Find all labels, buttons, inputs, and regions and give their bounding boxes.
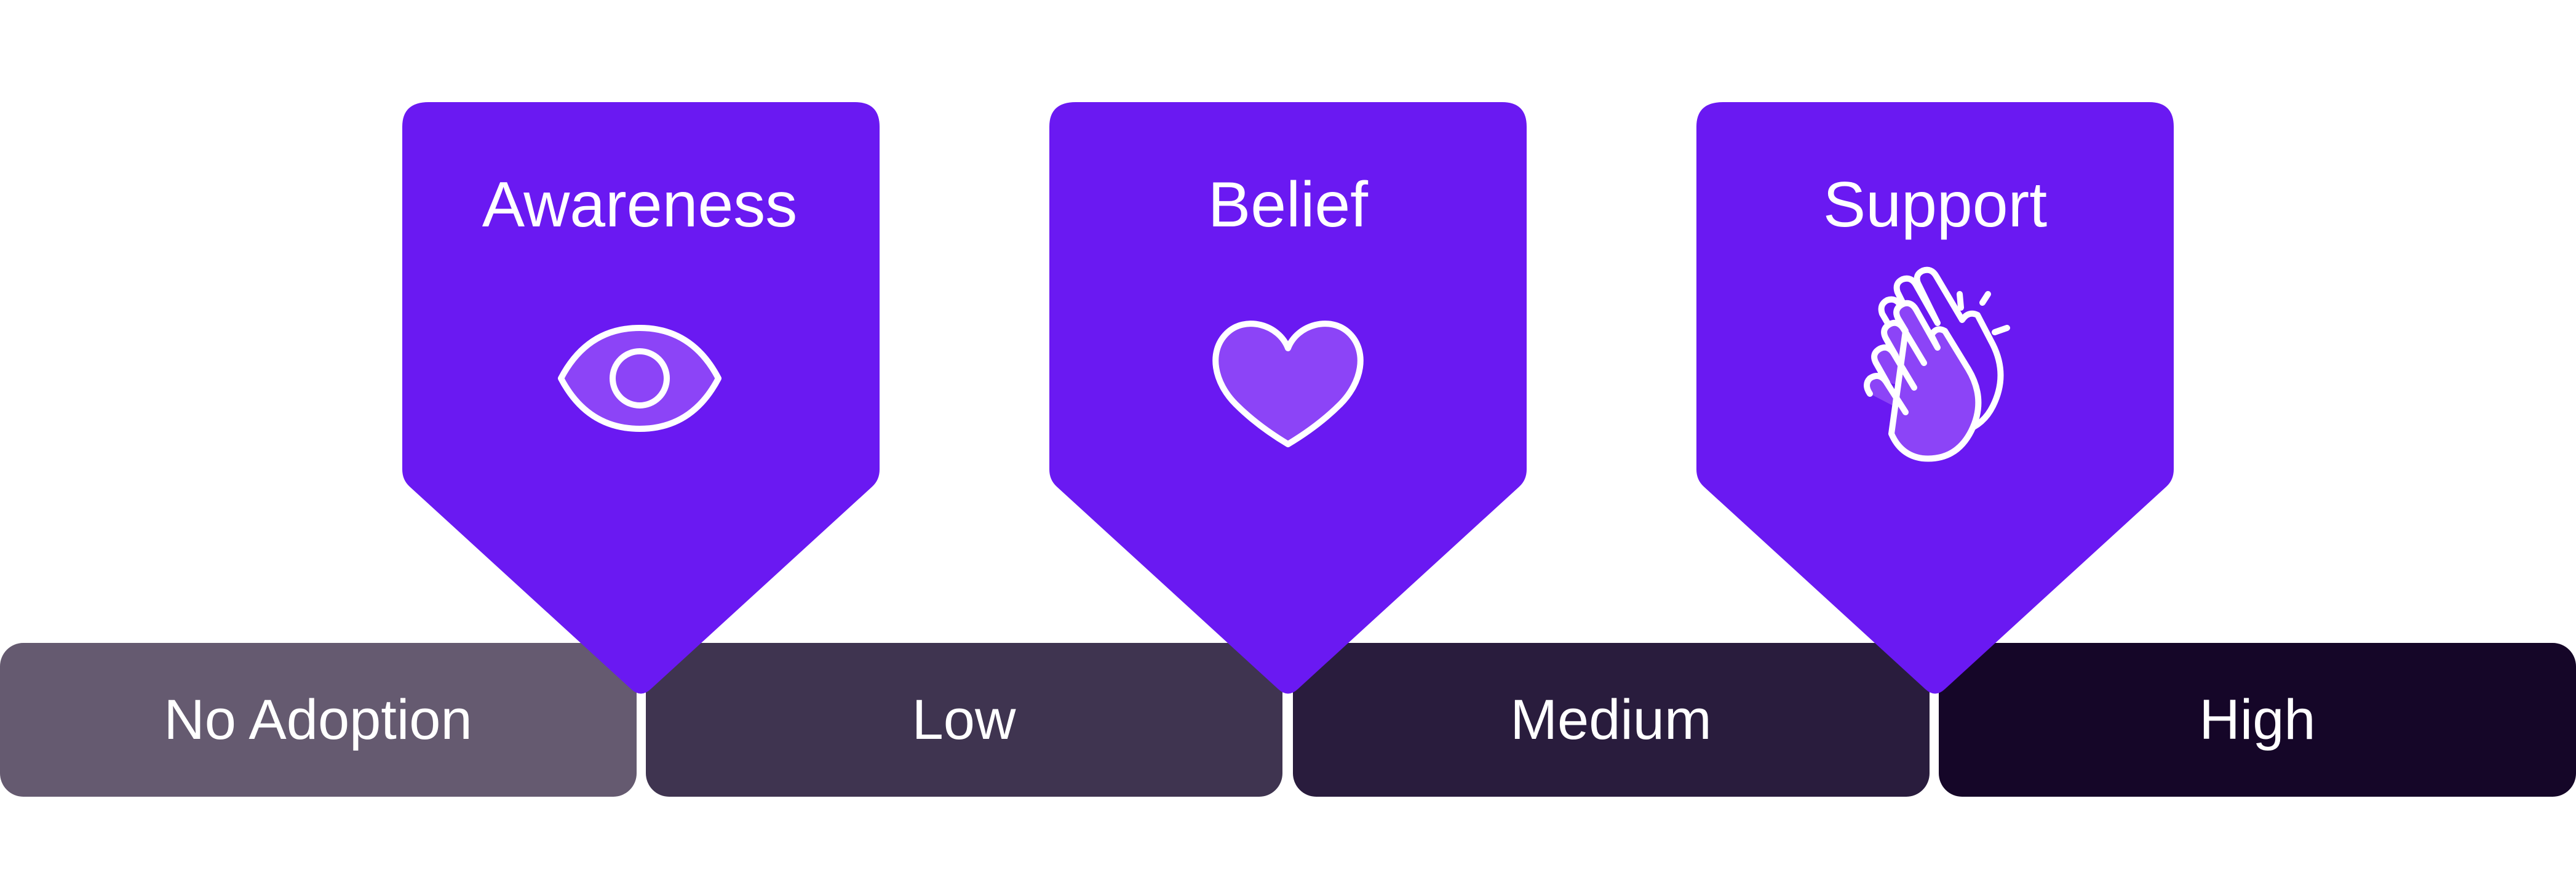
stage-label-support: Support [1823, 169, 2047, 241]
level-bar-low [646, 643, 1282, 797]
level-no-adoption: No Adoption [0, 643, 637, 797]
clap-motion-lines [1957, 291, 2010, 335]
level-high: High [1939, 643, 2576, 797]
stage-belief: Belief [1049, 102, 1527, 694]
eye-icon [558, 325, 722, 432]
level-label-no-adoption: No Adoption [164, 688, 472, 751]
adoption-stages: Awareness Belief Support [402, 102, 2174, 694]
adoption-levels: No Adoption Low Medium High [0, 643, 2576, 797]
level-label-high: High [2199, 688, 2315, 751]
level-medium: Medium [1293, 643, 1930, 797]
level-bar-no-adoption [0, 643, 637, 797]
heart-icon [1212, 321, 1364, 447]
clapping-hands-icon [1864, 266, 2010, 462]
level-label-medium: Medium [1510, 688, 1711, 751]
stage-label-belief: Belief [1208, 169, 1369, 241]
stage-awareness: Awareness [402, 102, 880, 694]
level-bar-medium [1293, 643, 1930, 797]
stage-label-awareness: Awareness [482, 169, 798, 241]
stage-support: Support [1696, 102, 2174, 694]
level-low: Low [646, 643, 1282, 797]
level-bar-high [1939, 643, 2576, 797]
level-label-low: Low [912, 688, 1016, 751]
